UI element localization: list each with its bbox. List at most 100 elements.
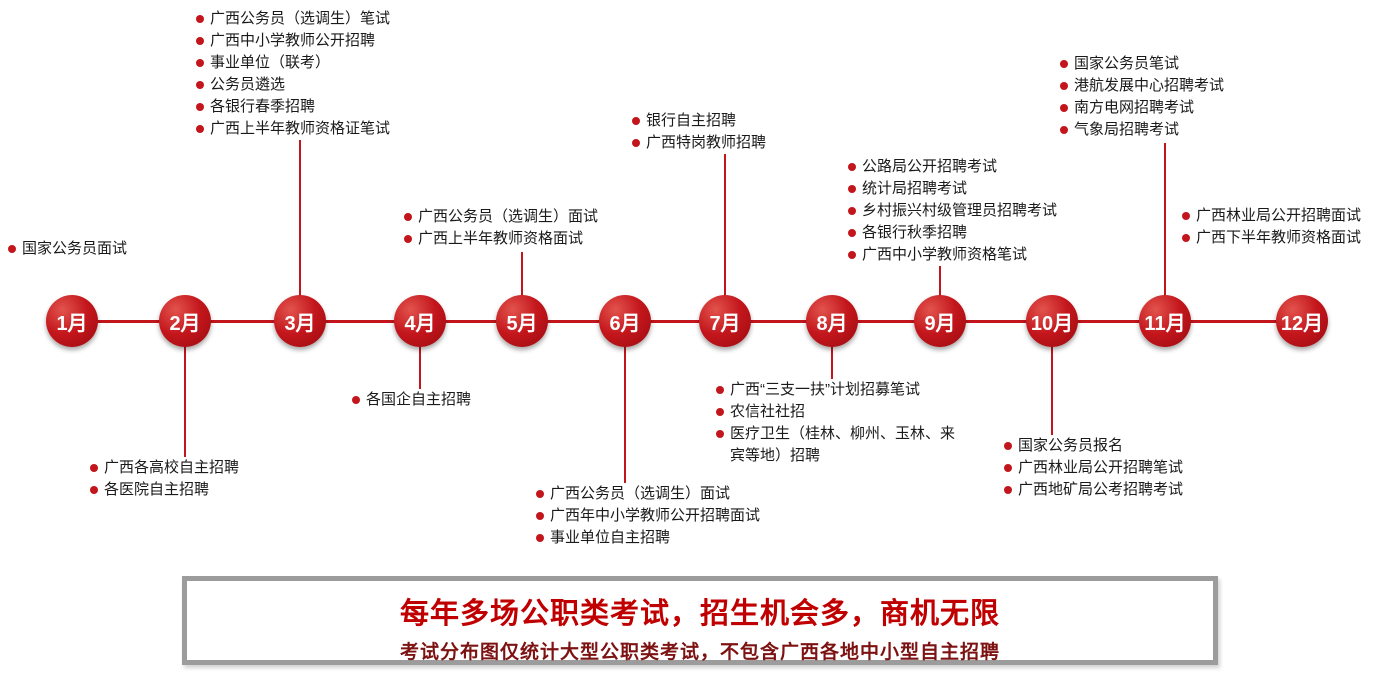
month-node-1: 1月 — [46, 295, 98, 347]
event-item: 广西地矿局公考招聘考试 — [1004, 479, 1183, 501]
month-node-3: 3月 — [274, 295, 326, 347]
month-node-12: 12月 — [1276, 295, 1328, 347]
bullet-icon — [536, 534, 544, 542]
bullet-icon — [536, 490, 544, 498]
bullet-icon — [536, 512, 544, 520]
event-list-month-10: 国家公务员报名广西林业局公开招聘笔试广西地矿局公考招聘考试 — [1004, 435, 1183, 501]
event-label: 广西公务员（选调生）面试 — [418, 208, 599, 225]
event-label: 银行自主招聘 — [646, 112, 737, 129]
event-list-month-5: 广西公务员（选调生）面试广西上半年教师资格面试 — [404, 206, 598, 250]
event-list-month-12: 广西林业局公开招聘面试广西下半年教师资格面试 — [1182, 205, 1361, 249]
bullet-icon — [716, 430, 724, 438]
bullet-icon — [1060, 82, 1068, 90]
event-label: 广西下半年教师资格面试 — [1196, 229, 1362, 246]
event-label: 南方电网招聘考试 — [1074, 99, 1195, 116]
event-item: 广西中小学教师资格笔试 — [848, 244, 1057, 266]
event-item: 广西特岗教师招聘 — [632, 132, 766, 154]
event-label: 广西公务员（选调生）面试 — [550, 485, 731, 502]
bullet-icon — [1004, 464, 1012, 472]
event-label: 广西“三支一扶”计划招募笔试 — [730, 381, 920, 398]
bullet-icon — [848, 207, 856, 215]
event-item: 国家公务员报名 — [1004, 435, 1183, 457]
event-label: 广西公务员（选调生）笔试 — [210, 10, 391, 27]
event-label: 公路局公开招聘考试 — [862, 158, 998, 175]
event-item: 广西公务员（选调生）面试 — [536, 483, 760, 505]
event-item: 农信社社招 — [716, 401, 968, 423]
bullet-icon — [1060, 126, 1068, 134]
event-list-month-6: 广西公务员（选调生）面试广西年中小学教师公开招聘面试事业单位自主招聘 — [536, 483, 760, 549]
month-connector-line — [939, 266, 941, 296]
bullet-icon — [196, 103, 204, 111]
bullet-icon — [404, 213, 412, 221]
event-item: 广西年中小学教师公开招聘面试 — [536, 505, 760, 527]
bullet-icon — [196, 37, 204, 45]
event-item: 港航发展中心招聘考试 — [1060, 75, 1224, 97]
event-item: 各国企自主招聘 — [352, 389, 471, 411]
month-connector-line — [521, 252, 523, 296]
timeline-axis — [72, 320, 1302, 323]
bullet-icon — [1182, 212, 1190, 220]
event-label: 事业单位（联考） — [210, 54, 331, 71]
month-node-4: 4月 — [394, 295, 446, 347]
event-label: 国家公务员报名 — [1018, 437, 1124, 454]
event-label: 广西上半年教师资格面试 — [418, 230, 584, 247]
event-label: 广西林业局公开招聘面试 — [1196, 207, 1362, 224]
bullet-icon — [716, 408, 724, 416]
event-label: 广西年中小学教师公开招聘面试 — [550, 507, 761, 524]
bullet-icon — [848, 185, 856, 193]
event-label: 广西上半年教师资格证笔试 — [210, 120, 391, 137]
event-item: 公务员遴选 — [196, 74, 390, 96]
event-item: 广西“三支一扶”计划招募笔试 — [716, 379, 968, 401]
month-node-6: 6月 — [599, 295, 651, 347]
banner: 每年多场公职类考试，招生机会多，商机无限 考试分布图仅统计大型公职类考试，不包含… — [182, 576, 1218, 665]
event-label: 广西地矿局公考招聘考试 — [1018, 481, 1184, 498]
event-item: 广西上半年教师资格面试 — [404, 228, 598, 250]
month-connector-line — [1164, 143, 1166, 296]
bullet-icon — [848, 251, 856, 259]
bullet-icon — [1060, 104, 1068, 112]
event-item: 广西中小学教师公开招聘 — [196, 30, 390, 52]
event-item: 医疗卫生（桂林、柳州、玉林、来宾等地）招聘 — [716, 423, 968, 467]
event-list-month-7: 银行自主招聘广西特岗教师招聘 — [632, 110, 766, 154]
event-item: 统计局招聘考试 — [848, 178, 1057, 200]
month-node-8: 8月 — [806, 295, 858, 347]
month-node-5: 5月 — [496, 295, 548, 347]
month-connector-line — [184, 347, 186, 457]
bullet-icon — [196, 81, 204, 89]
event-item: 广西公务员（选调生）面试 — [404, 206, 598, 228]
event-label: 各医院自主招聘 — [104, 481, 210, 498]
bullet-icon — [8, 245, 16, 253]
event-label: 国家公务员面试 — [22, 240, 128, 257]
bullet-icon — [632, 117, 640, 125]
event-item: 银行自主招聘 — [632, 110, 766, 132]
event-list-month-2: 广西各高校自主招聘各医院自主招聘 — [90, 457, 239, 501]
month-connector-line — [419, 347, 421, 389]
month-connector-line — [299, 140, 301, 296]
event-label: 广西特岗教师招聘 — [646, 134, 767, 151]
event-label: 公务员遴选 — [210, 76, 286, 93]
bullet-icon — [848, 163, 856, 171]
event-label: 各银行春季招聘 — [210, 98, 316, 115]
event-item: 广西下半年教师资格面试 — [1182, 227, 1361, 249]
event-item: 广西上半年教师资格证笔试 — [196, 118, 390, 140]
event-list-month-4: 各国企自主招聘 — [352, 389, 471, 411]
event-label: 国家公务员笔试 — [1074, 55, 1180, 72]
month-connector-line — [624, 347, 626, 483]
event-item: 公路局公开招聘考试 — [848, 156, 1057, 178]
month-node-10: 10月 — [1026, 295, 1078, 347]
event-list-month-9: 公路局公开招聘考试统计局招聘考试乡村振兴村级管理员招聘考试各银行秋季招聘广西中小… — [848, 156, 1057, 266]
month-connector-line — [831, 347, 833, 379]
bullet-icon — [1004, 486, 1012, 494]
month-connector-line — [1051, 347, 1053, 435]
event-item: 广西林业局公开招聘笔试 — [1004, 457, 1183, 479]
event-item: 南方电网招聘考试 — [1060, 97, 1224, 119]
banner-title: 每年多场公职类考试，招生机会多，商机无限 — [399, 598, 1000, 630]
event-item: 广西公务员（选调生）笔试 — [196, 8, 390, 30]
event-label: 乡村振兴村级管理员招聘考试 — [862, 202, 1058, 219]
event-label: 广西中小学教师资格笔试 — [862, 246, 1028, 263]
event-list-month-8: 广西“三支一扶”计划招募笔试农信社社招医疗卫生（桂林、柳州、玉林、来宾等地）招聘 — [716, 379, 968, 467]
bullet-icon — [352, 396, 360, 404]
event-label: 广西林业局公开招聘笔试 — [1018, 459, 1184, 476]
event-label: 广西各高校自主招聘 — [104, 459, 240, 476]
